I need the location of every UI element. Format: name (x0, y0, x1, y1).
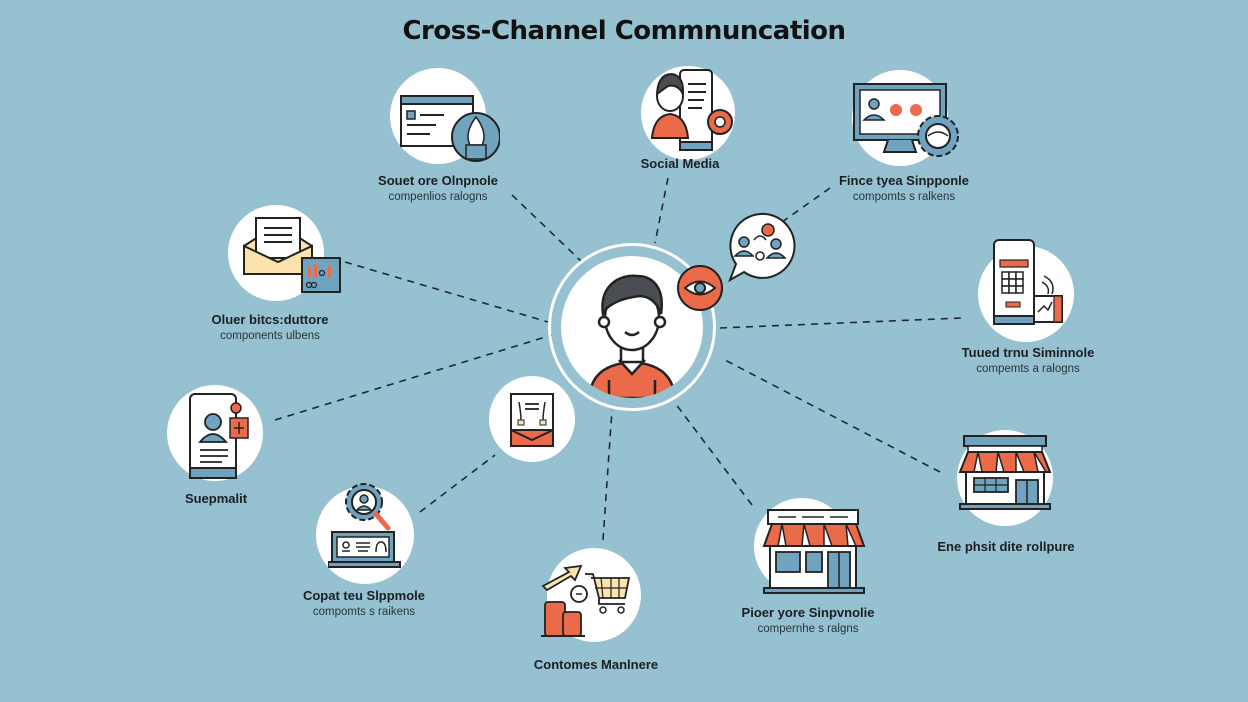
connector-social (654, 177, 669, 244)
node-web-title: Souet ore Olnpnole (378, 173, 498, 188)
social-media-icon (650, 66, 736, 159)
node-commerce-title: Contomes Manlnere (533, 657, 659, 672)
node-mobile-pay-title: Tuued trnu Siminnole (961, 345, 1095, 360)
connector-desktop (781, 187, 831, 223)
node-mobile-app-title: Suepmalit (184, 491, 248, 506)
node-desktop-label: Fince tyea Sinpponle compomts s ralkens (794, 173, 1014, 203)
connector-mobile-app (274, 334, 553, 421)
team-chat-icon (728, 212, 796, 283)
node-store-label: Pioer yore Sinpvnolie compernhe s ralgns (698, 605, 918, 635)
node-store-title: Pioer yore Sinpvnolie (741, 605, 875, 620)
laptop-search-gear-icon (327, 480, 408, 575)
node-social-title: Social Media (640, 156, 720, 171)
center-ring (548, 243, 716, 411)
monitor-gear-icon (852, 82, 964, 165)
node-desktop-title: Fince tyea Sinpponle (838, 173, 970, 188)
node-web-label: Souet ore Olnpnole compenlios ralogns (328, 173, 548, 203)
team-chat-bubble[interactable] (724, 210, 796, 283)
page-title: Cross-Channel Commnuncation (402, 16, 846, 46)
storefront-icon (762, 508, 866, 599)
node-email-label: Oluer bitcs:duttore components ulbens (160, 312, 380, 342)
mobile-profile-icon (188, 392, 252, 487)
connector-physical (724, 359, 941, 473)
node-email-subtitle: components ulbens (220, 330, 320, 342)
mobile-payment-icon (992, 238, 1064, 333)
node-social-label: Social Media (570, 156, 790, 171)
node-physical-title: Ene phsit dite rollpure (937, 539, 1075, 554)
node-mobile-pay-subtitle: compemts a ralogns (976, 363, 1080, 375)
eye-icon (677, 265, 723, 311)
node-web-subtitle: compenlios ralogns (388, 191, 488, 203)
node-mobile-pay-label: Tuued trnu Siminnole compemts a ralogns (918, 345, 1138, 375)
node-support-label: Copat teu Slppmole compomts s raikens (254, 588, 474, 618)
shopping-cart-growth-icon (541, 562, 631, 643)
node-commerce-label: Contomes Manlnere (486, 657, 706, 672)
email-envelope-icon (242, 216, 346, 303)
connector-email (344, 261, 549, 323)
node-email-title: Oluer bitcs:duttore (211, 312, 329, 327)
node-support-subtitle: compomts s raikens (312, 606, 416, 618)
node-desktop-subtitle: compomts s ralkens (852, 191, 956, 203)
person-icon (587, 274, 677, 398)
browser-window-icon (400, 95, 501, 172)
connector-store (674, 402, 753, 506)
connector-web (511, 194, 583, 263)
connector-commerce (602, 409, 613, 541)
node-physical-label: Ene phsit dite rollpure (896, 539, 1116, 554)
node-mobile-app-label: Suepmalit (106, 491, 326, 506)
node-store-subtitle: compernhe s ralgns (757, 623, 859, 635)
connector-support (419, 454, 496, 513)
eye-badge[interactable] (677, 265, 723, 311)
mail-envelope-icon (509, 392, 555, 453)
connector-mobile-pay (719, 317, 963, 329)
node-support-title: Copat teu Slppmole (302, 588, 426, 603)
shop-building-icon (956, 434, 1052, 515)
